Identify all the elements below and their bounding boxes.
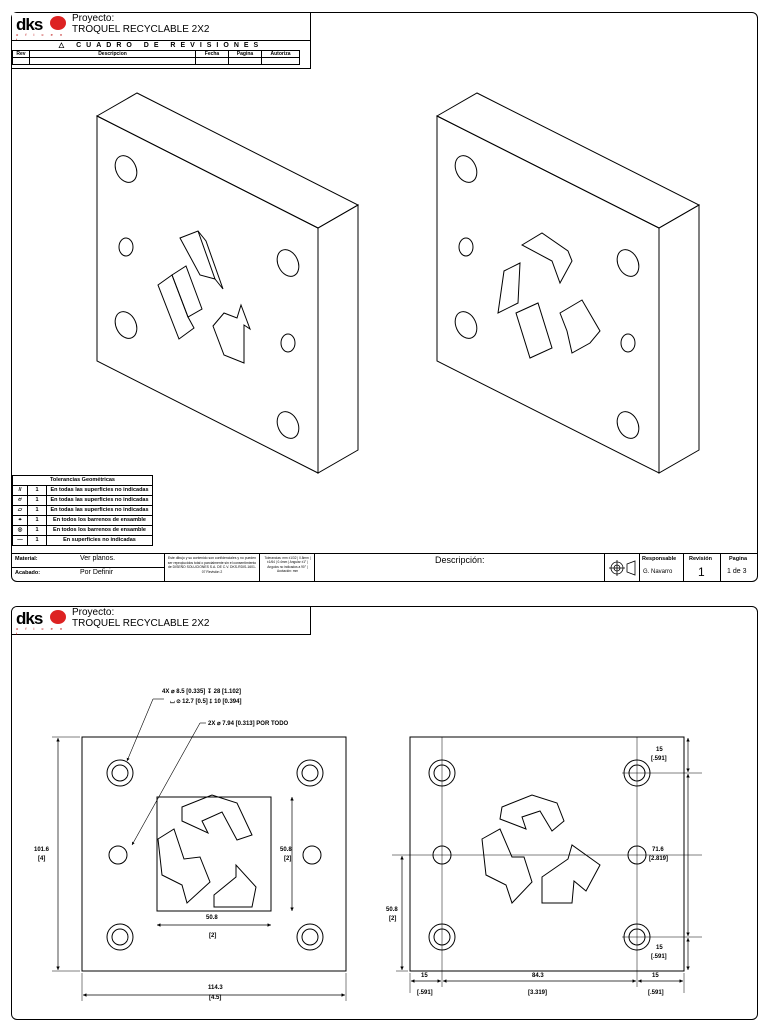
dim-height-in: [4] <box>38 856 45 862</box>
project-name: TROQUEL RECYCLABLE 2X2 <box>72 24 210 35</box>
responsable-value: G. Navarro <box>643 569 673 575</box>
front-view-outline <box>81 736 347 972</box>
project-name: TROQUEL RECYCLABLE 2X2 <box>72 618 210 629</box>
dim-logo-w: 50.8 <box>206 915 218 921</box>
tol-text: En todos los barrenos de ensamble <box>46 525 153 536</box>
title-block: Material: Ver planos. Acabado: Por Defin… <box>12 553 757 582</box>
tol-symbol: ⌖ <box>12 515 28 526</box>
material-cell: Material: Ver planos. Acabado: Por Defin… <box>12 554 164 582</box>
responsable-label: Responsable <box>642 556 677 562</box>
dim-width-in: [4.5] <box>209 995 221 1001</box>
dim-b-right: 15 <box>652 973 659 979</box>
dim-b-mid: 84.3 <box>532 973 544 979</box>
tol-text: En todos los barrenos de ensamble <box>46 515 153 526</box>
acabado-value: Por Definir <box>80 569 114 576</box>
tolerance-cell: Tolerancias: mm ±1/32 | 0.8mm | ±1/64 | … <box>259 554 314 582</box>
tol-symbol: ◎ <box>12 525 28 536</box>
isometric-views <box>95 92 701 474</box>
header-block: dks o f i c e n t Proyecto: TROQUEL RECY… <box>12 13 311 69</box>
revisions-title: △ CUADRO DE REVISIONES <box>12 40 310 50</box>
descripcion-cell: Descripción: <box>314 554 604 582</box>
dim-b-left-in: [.591] <box>417 990 433 996</box>
descripcion-label: Descripción: <box>435 555 485 565</box>
tol-symbol: ▱ <box>12 505 28 516</box>
iso-block-right <box>435 92 701 474</box>
company-logo: dks o f i c e n t <box>16 15 66 42</box>
dim-logo-h: 50.8 <box>280 847 292 853</box>
project-label: Proyecto: <box>72 607 115 618</box>
pagina-cell: Pagina 1 de 3 <box>720 554 757 582</box>
revisions-table: Rev Descripcion Fecha Pagina Autoriza <box>12 50 300 65</box>
tol-text: En todas las superficies no indicadas <box>46 485 153 496</box>
project-label: Proyecto: <box>72 13 115 24</box>
dim-holes-cbore: ⌴ ⌀ 12.7 [0.5] ↧ 10 [0.394] <box>170 698 241 705</box>
projection-symbol <box>604 554 639 582</box>
dim-b-right-in: [.591] <box>648 990 664 996</box>
dim-height: 101.6 <box>34 847 50 853</box>
acabado-label: Acabado: <box>15 570 41 576</box>
dim-logo-w-in: [2] <box>209 933 216 939</box>
dim-logo-h-in: [2] <box>284 856 291 862</box>
dim-holes-top: 4X ⌀ 8.5 [0.335] ↧ 28 [1.102] <box>162 688 241 695</box>
dim-r-mid: 71.6 <box>652 847 664 853</box>
tol-text: En todas las superficies no indicadas <box>46 495 153 506</box>
tol-text: En todas las superficies no indicadas <box>46 505 153 516</box>
iso-block-left <box>95 92 360 474</box>
dim-l-mid-in: [2] <box>389 916 396 922</box>
dim-b-mid-in: [3.319] <box>528 990 547 996</box>
tolerance-text: Tolerancias: mm ±1/32 | 0.8mm | ±1/64 | … <box>264 556 311 573</box>
dim-r-top: 15 <box>656 747 663 753</box>
tol-value: 1 <box>27 515 47 526</box>
orthographic-views: 4X ⌀ 8.5 [0.335] ↧ 28 [1.102] ⌴ ⌀ 12.7 [… <box>34 688 702 1001</box>
revision-label: Revisión <box>689 556 712 562</box>
tol-value: 1 <box>27 485 47 496</box>
responsable-cell: Responsable G. Navarro <box>639 554 683 582</box>
dim-b-left: 15 <box>421 973 428 979</box>
tol-value: 1 <box>27 505 47 516</box>
tol-symbol: — <box>12 535 28 546</box>
tol-text: En superficies no indicadas <box>46 535 153 546</box>
dim-r-top-in: [.591] <box>651 756 667 762</box>
material-value: Ver planos. <box>80 555 116 562</box>
revision-value: 1 <box>698 565 705 579</box>
header-block-2: dks o f i c e n t Proyecto: TROQUEL RECY… <box>12 607 311 636</box>
dim-r-bot: 15 <box>656 945 663 951</box>
tol-value: 1 <box>27 525 47 536</box>
logo-area <box>156 796 272 912</box>
dim-r-bot-in: [.591] <box>651 954 667 960</box>
tol-value: 1 <box>27 535 47 546</box>
drawing-sheet-2: dks o f i c e n t Proyecto: TROQUEL RECY… <box>11 606 758 1020</box>
back-view-outline <box>409 736 685 972</box>
revision-cell: Revisión 1 <box>683 554 720 582</box>
legal-text: Este dibujo y su contenido son confidenc… <box>167 556 257 574</box>
company-logo: dks o f i c e n t <box>16 609 66 636</box>
tol-symbol: // <box>12 485 28 496</box>
pagina-label: Pagina <box>729 556 748 562</box>
dim-width: 114.3 <box>208 985 223 991</box>
drawing-sheet-1: dks o f i c e n t Proyecto: TROQUEL RECY… <box>11 12 758 582</box>
tolerances-title: Tolerancias Geométricas <box>12 475 153 486</box>
material-label: Material: <box>15 556 38 562</box>
tol-symbol: ⌭ <box>12 495 28 506</box>
dim-l-mid: 50.8 <box>386 907 398 913</box>
dim-r-mid-in: [2.819] <box>649 856 668 862</box>
legal-cell: Este dibujo y su contenido son confidenc… <box>164 554 259 582</box>
dim-through: 2X ⌀ 7.94 [0.313] POR TODO <box>208 721 289 727</box>
pagina-value: 1 de 3 <box>727 568 747 575</box>
tol-value: 1 <box>27 495 47 506</box>
